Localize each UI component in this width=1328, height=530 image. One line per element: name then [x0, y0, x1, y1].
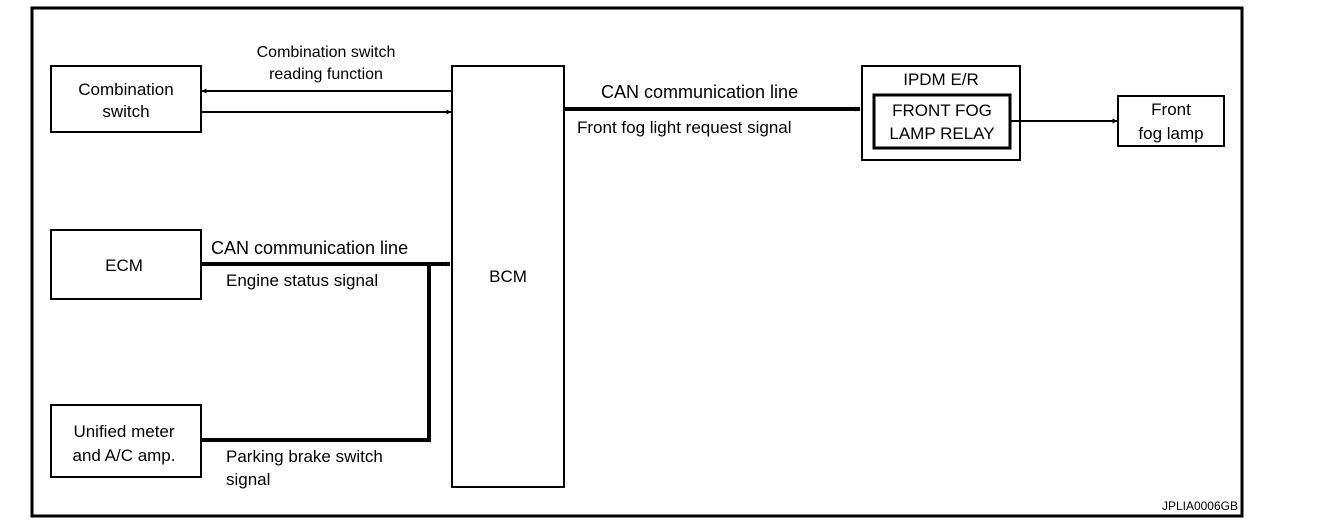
bcm-label: BCM [489, 267, 527, 286]
fog-request-label: Front fog light request signal [577, 118, 792, 137]
combination-switch-block: Combination switch [50, 65, 202, 133]
combination-reading-label-line1: Combination switch [257, 44, 396, 61]
combination-reading-label-line2: reading function [269, 66, 383, 83]
diagram-frame [30, 6, 1244, 518]
unified-meter-label-line2: and A/C amp. [72, 446, 175, 465]
combination-switch-label-line1: Combination [78, 80, 173, 99]
ecm-label: ECM [105, 256, 143, 275]
combination-switch-label-line2: switch [102, 102, 149, 121]
front-fog-relay-label-line1: FRONT FOG [892, 101, 992, 120]
front-fog-lamp-label-line1: Front [1151, 100, 1191, 119]
front-fog-relay-block [872, 93, 1012, 150]
parking-brake-label-line1: Parking brake switch [226, 447, 383, 466]
engine-status-label: Engine status signal [226, 271, 378, 290]
unified-meter-block: Unified meter and A/C amp. [50, 404, 202, 478]
ipdm-block: IPDM E/R FRONT FOG LAMP RELAY [861, 65, 1021, 161]
ipdm-label: IPDM E/R [903, 70, 979, 89]
parking-brake-label-line2: signal [226, 470, 270, 489]
unified-meter-label-line1: Unified meter [73, 422, 174, 441]
front-fog-relay-label-line2: LAMP RELAY [889, 124, 994, 143]
figure-id: JPLIA0006GB [1162, 499, 1238, 513]
can-line-ecm-label: CAN communication line [211, 238, 408, 258]
bcm-block: BCM [451, 65, 565, 488]
can-line-ipdm-label: CAN communication line [601, 82, 798, 102]
front-fog-lamp-label-line2: fog lamp [1138, 124, 1203, 143]
unified-meter-can-line [201, 264, 431, 442]
front-fog-lamp-block: Front fog lamp [1117, 95, 1225, 147]
ecm-block: ECM [50, 229, 202, 300]
